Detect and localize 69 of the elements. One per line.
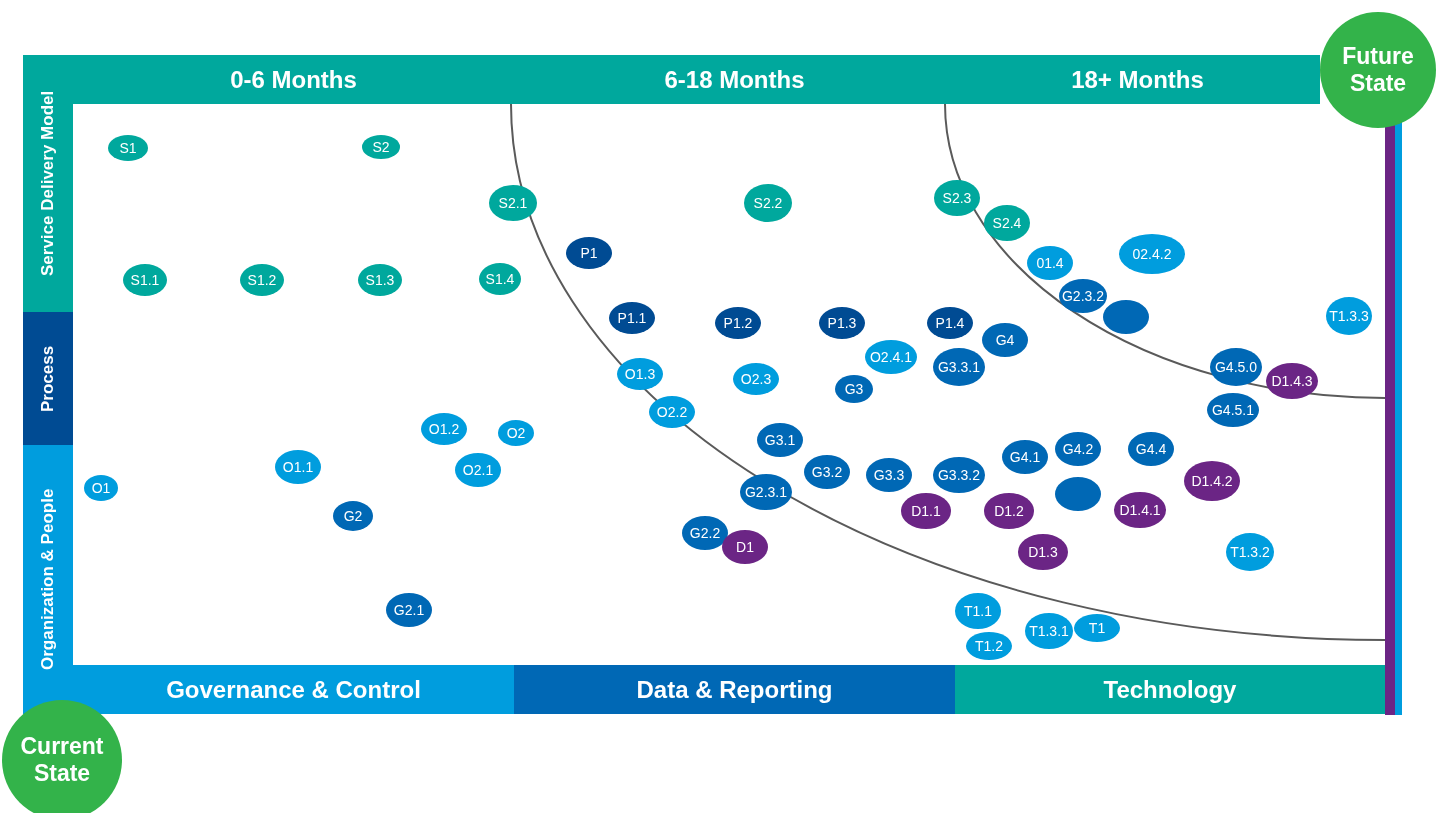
roadmap-bubble: S2	[362, 135, 400, 159]
roadmap-bubble: 02.4.2	[1119, 234, 1185, 274]
category-band: Governance & Control	[73, 665, 514, 714]
roadmap-bubble: G2.2	[682, 516, 728, 550]
roadmap-bubble: G4.1	[1002, 440, 1048, 474]
roadmap-bubble: S2.1	[489, 185, 537, 221]
roadmap-bubble: G3.2	[804, 455, 850, 489]
roadmap-bubble: G2.3.2	[1059, 279, 1107, 313]
state-circle: Future State	[1320, 12, 1436, 128]
roadmap-bubble: O2.4.1	[865, 340, 917, 374]
roadmap-bubble: S1.4	[479, 263, 521, 295]
roadmap-bubble: S1.3	[358, 264, 402, 296]
roadmap-bubble: G2.3.1	[740, 474, 792, 510]
roadmap-bubble: P1.1	[609, 302, 655, 334]
empty-bubble	[1103, 300, 1149, 334]
roadmap-bubble: T1	[1074, 614, 1120, 642]
roadmap-bubble: S2.4	[984, 205, 1030, 241]
roadmap-bubble: S2.3	[934, 180, 980, 216]
row-header: Service Delivery Model	[23, 55, 73, 312]
roadmap-bubble: G4.5.0	[1210, 348, 1262, 386]
roadmap-bubble: G3.3.2	[933, 457, 985, 493]
column-header: 0-6 Months	[73, 55, 514, 104]
roadmap-bubble: G3.1	[757, 423, 803, 457]
category-band: Technology	[955, 665, 1385, 714]
roadmap-bubble: O2.2	[649, 396, 695, 428]
roadmap-bubble: G3.3	[866, 458, 912, 492]
roadmap-bubble: O1.3	[617, 358, 663, 390]
roadmap-bubble: O1.2	[421, 413, 467, 445]
roadmap-bubble: S1.2	[240, 264, 284, 296]
roadmap-bubble: T1.3.1	[1025, 613, 1073, 649]
roadmap-bubble: D1	[722, 530, 768, 564]
roadmap-bubble: P1	[566, 237, 612, 269]
roadmap-bubble: P1.3	[819, 307, 865, 339]
roadmap-bubble: O2.1	[455, 453, 501, 487]
roadmap-bubble: G3	[835, 375, 873, 403]
column-header: 6-18 Months	[514, 55, 955, 104]
roadmap-bubble: O2.3	[733, 363, 779, 395]
state-circle: Current State	[2, 700, 122, 813]
roadmap-bubble: P1.2	[715, 307, 761, 339]
roadmap-bubble: D1.4.1	[1114, 492, 1166, 528]
roadmap-bubble: S1	[108, 135, 148, 161]
roadmap-bubble: T1.2	[966, 632, 1012, 660]
roadmap-bubble: G4	[982, 323, 1028, 357]
roadmap-bubble: G4.4	[1128, 432, 1174, 466]
roadmap-bubble: O2	[498, 420, 534, 446]
roadmap-bubble: G3.3.1	[933, 348, 985, 386]
roadmap-bubble: G2.1	[386, 593, 432, 627]
empty-bubble	[1055, 477, 1101, 511]
roadmap-bubble: D1.4.2	[1184, 461, 1240, 501]
roadmap-bubble: D1.2	[984, 493, 1034, 529]
roadmap-bubble: S1.1	[123, 264, 167, 296]
roadmap-bubble: D1.3	[1018, 534, 1068, 570]
roadmap-bubble: O1.1	[275, 450, 321, 484]
roadmap-bubble: S2.2	[744, 184, 792, 222]
roadmap-bubble: T1.3.2	[1226, 533, 1274, 571]
roadmap-bubble: T1.3.3	[1326, 297, 1372, 335]
roadmap-bubble: P1.4	[927, 307, 973, 339]
row-header: Organization & People	[23, 445, 73, 714]
roadmap-bubble: T1.1	[955, 593, 1001, 629]
roadmap-bubble: G4.5.1	[1207, 393, 1259, 427]
roadmap-bubble: G4.2	[1055, 432, 1101, 466]
row-header: Process	[23, 312, 73, 445]
roadmap-bubble: O1	[84, 475, 118, 501]
category-band: Data & Reporting	[514, 665, 955, 714]
roadmap-bubble: G2	[333, 501, 373, 531]
roadmap-bubble: 01.4	[1027, 246, 1073, 280]
roadmap-bubble: D1.1	[901, 493, 951, 529]
column-header: 18+ Months	[955, 55, 1320, 104]
roadmap-bubble: D1.4.3	[1266, 363, 1318, 399]
